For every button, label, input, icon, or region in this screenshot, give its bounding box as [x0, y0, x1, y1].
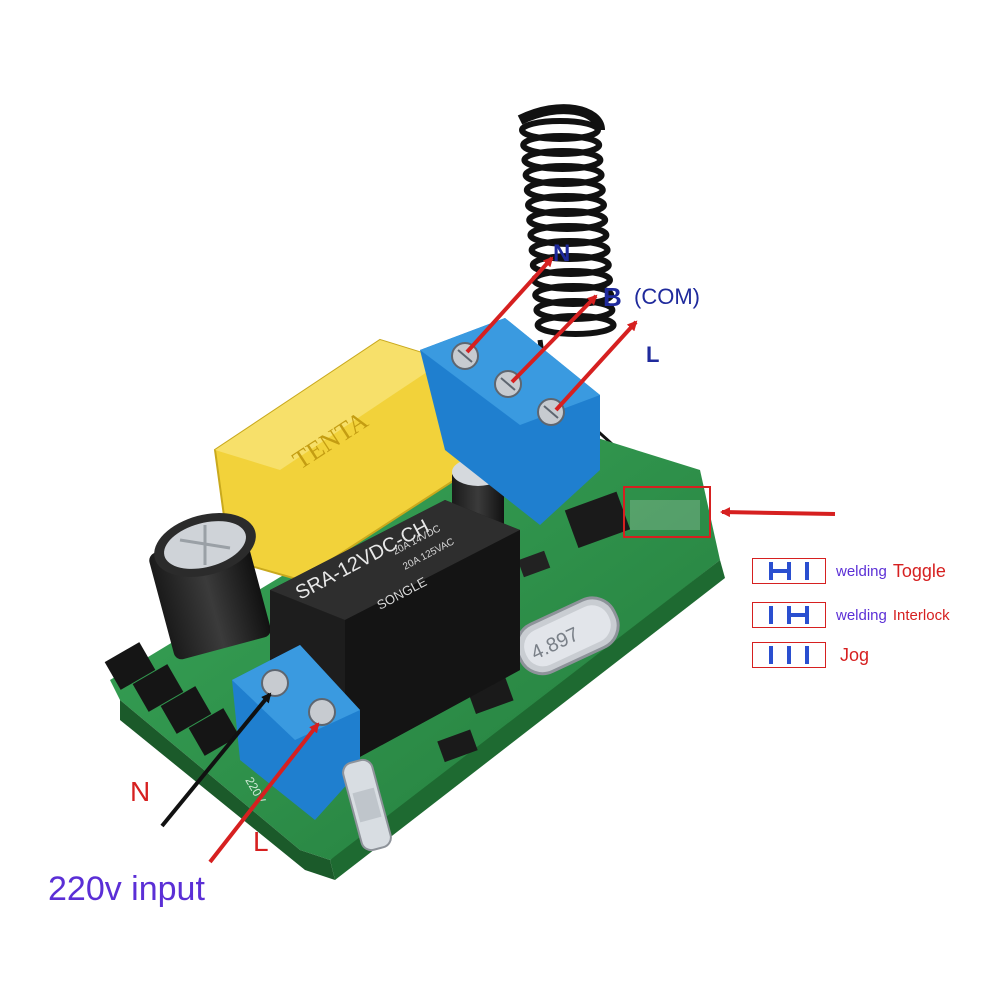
legend-prefix-toggle: welding: [836, 562, 887, 580]
arrow-top-l: [554, 320, 638, 412]
label-input-neutral: N: [130, 776, 151, 807]
legend-mode-jog: Jog: [840, 644, 870, 665]
annotation-arrows: [160, 256, 836, 864]
electrolytic-capacitor-large: [149, 513, 271, 660]
label-top-live: L: [646, 342, 660, 367]
label-top-b: B: [603, 282, 622, 312]
label-220v-input: 220v input: [48, 870, 205, 908]
input-terminal-block: 220V: [232, 645, 360, 820]
diode-array: [104, 642, 240, 756]
label-top-neutral: N: [553, 240, 571, 267]
arrow-top-n: [465, 256, 554, 354]
welding-pad-highlight: [623, 486, 711, 538]
legend-row-interlock: welding Interlock: [752, 600, 950, 630]
jumper-pattern-jog: [752, 642, 826, 668]
arrow-top-b: [510, 294, 598, 384]
label-top-com: (COM): [634, 284, 700, 309]
legend-prefix-interlock: welding: [836, 606, 887, 624]
antenna-coil: [517, 104, 692, 522]
legend-mode-toggle: Toggle: [892, 560, 946, 581]
arrow-bottom-n: [160, 692, 272, 828]
legend-row-jog: Jog: [752, 640, 869, 670]
arrow-welding-pad: [720, 507, 836, 518]
legend-mode-interlock: Interlock: [892, 606, 950, 624]
output-terminal-block: [420, 318, 600, 525]
jumper-pattern-interlock: [752, 602, 826, 628]
yellow-capacitor: TENTA: [213, 338, 472, 582]
legend-row-toggle: welding Toggle: [752, 556, 946, 586]
fuse: [342, 758, 392, 852]
label-input-live: L: [253, 826, 269, 857]
arrow-bottom-l: [208, 722, 320, 864]
jumper-pattern-toggle: [752, 558, 826, 584]
